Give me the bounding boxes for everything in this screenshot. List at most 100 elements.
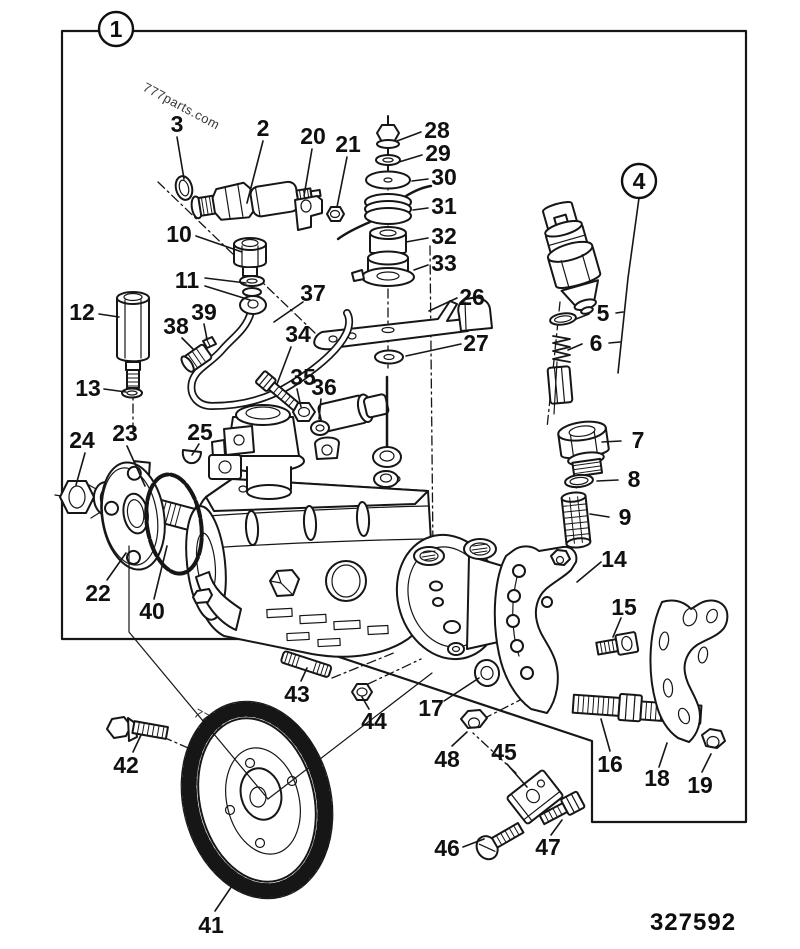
callout-leader-8	[596, 479, 619, 482]
part-15-bolt	[595, 631, 640, 656]
callout-leader-13	[103, 388, 127, 393]
callout-leader-19	[701, 753, 712, 773]
callout-43: 43	[284, 681, 310, 707]
callout-32: 32	[431, 223, 457, 249]
callout-33: 33	[431, 250, 457, 276]
callout-leader-5	[615, 311, 624, 314]
callout-16: 16	[597, 751, 623, 777]
part-36-washer	[310, 420, 330, 436]
part-44-nut	[351, 683, 373, 701]
callout-leader-6	[608, 341, 621, 344]
part-8-o-ring	[564, 473, 594, 489]
part-18-gasket	[649, 599, 729, 743]
callout-leader-2	[246, 140, 264, 204]
part-3-o-ring	[174, 175, 194, 201]
part-24-nut	[59, 480, 95, 514]
callout-leader-16	[600, 718, 611, 752]
callout-leader-4	[617, 197, 640, 374]
part-7-plug	[557, 420, 610, 478]
callout-30: 30	[431, 164, 457, 190]
callout-leader-18	[658, 742, 668, 768]
callout-14: 14	[601, 546, 627, 572]
callout-46: 46	[434, 835, 460, 861]
callout-leader-29	[398, 154, 423, 163]
part-19-nut	[701, 728, 726, 749]
callout-10: 10	[166, 221, 192, 247]
part-47-bolt	[538, 790, 586, 826]
callout-leader-35	[296, 388, 302, 408]
part-14-bracket	[493, 545, 578, 714]
callout-35: 35	[290, 364, 316, 390]
part-4-solenoid	[542, 201, 602, 315]
callout-leader-32	[405, 237, 429, 243]
part-46-bolt	[475, 822, 525, 861]
callout-leader-45	[506, 763, 528, 788]
callout-leader-26	[428, 297, 458, 312]
part-5-o-ring	[549, 312, 577, 326]
callout-15: 15	[611, 594, 637, 620]
part-17-washer	[473, 659, 501, 687]
callout-leader-46	[462, 838, 485, 848]
callout-11: 11	[175, 267, 200, 293]
part-11-washers	[239, 275, 267, 315]
callout-circle-1	[97, 10, 135, 48]
callout-leader-21	[336, 156, 348, 208]
callout-20: 20	[300, 123, 326, 149]
callout-31: 31	[431, 193, 457, 219]
callout-leader-7	[601, 440, 622, 443]
callout-leader-40	[153, 545, 168, 600]
callout-27: 27	[463, 330, 489, 356]
callout-leader-11	[204, 277, 247, 284]
callout-5: 5	[597, 300, 610, 326]
part-37-leak-off-pipe	[187, 308, 354, 410]
callout-leader-37	[273, 301, 304, 323]
callout-34: 34	[285, 321, 311, 347]
part-2-stop-solenoid	[190, 180, 322, 221]
callout-leader-28	[396, 131, 422, 142]
part-41-timing-gear	[180, 700, 334, 900]
callout-24: 24	[69, 427, 95, 453]
callout-leader-30	[411, 178, 429, 182]
callout-leader-17	[443, 677, 480, 702]
callout-leader-11	[204, 285, 251, 301]
callout-18: 18	[644, 765, 670, 791]
callout-leader-42	[132, 734, 142, 753]
part-43-stud	[280, 650, 333, 678]
part-30-plate	[365, 170, 411, 190]
callout-44: 44	[361, 708, 387, 734]
callout-45: 45	[491, 739, 517, 765]
callout-29: 29	[425, 140, 451, 166]
part-34-bolt	[255, 370, 301, 412]
part-29-washer	[375, 154, 401, 166]
part-28-33-shaft-stack	[336, 115, 433, 287]
callout-8: 8	[628, 466, 641, 492]
callout-9: 9	[619, 504, 632, 530]
part-42-bolt	[106, 716, 169, 742]
callout-leader-41	[214, 876, 239, 912]
callout-40: 40	[139, 598, 165, 624]
callout-41: 41	[198, 912, 224, 938]
callout-47: 47	[535, 834, 561, 860]
callout-leader-48	[451, 731, 468, 747]
callout-leader-27	[405, 343, 462, 357]
callout-leader-10	[195, 235, 243, 253]
part-10-union-nut	[233, 237, 267, 277]
part-13-o-ring	[121, 387, 143, 399]
part-35-nut	[292, 402, 316, 422]
part-12-standoff	[116, 291, 150, 389]
part-25-key	[181, 449, 202, 465]
callout-leader-33	[413, 264, 429, 271]
callout-circle-4	[620, 162, 658, 200]
callout-48: 48	[434, 746, 460, 772]
part-21-nut	[326, 206, 345, 222]
part-32-spacer	[369, 226, 407, 254]
callout-leader-36	[318, 398, 322, 420]
part-33-cup	[351, 250, 415, 287]
callout-21: 21	[335, 131, 361, 157]
callout-17: 17	[418, 695, 444, 721]
callout-leader-25	[191, 443, 200, 456]
part-20-bracket	[294, 195, 323, 231]
part-38-union	[180, 343, 213, 373]
